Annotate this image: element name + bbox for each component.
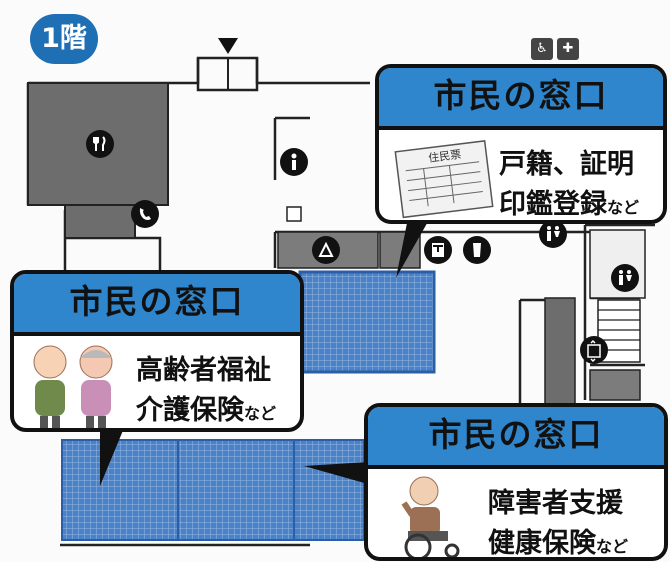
callout-line-1: 高齢者福祉 xyxy=(136,355,271,386)
callout-3-tail xyxy=(304,462,368,484)
callout-2-tail xyxy=(100,428,124,486)
callout-line-1: 障害者支援 xyxy=(488,488,623,519)
callout-line-2: 健康保険など xyxy=(488,528,629,559)
phone-icon xyxy=(131,200,159,228)
restroom-icon: ✚ xyxy=(557,38,579,60)
stairs xyxy=(598,309,640,351)
callout-title: 市民の窓口 xyxy=(14,274,300,336)
resident-card-label: 住民票 xyxy=(427,147,461,165)
wheelchair-user-illustration xyxy=(401,476,460,557)
callout-line-2: 介護保険など xyxy=(136,395,277,426)
callout-title: 市民の窓口 xyxy=(368,407,664,469)
post-icon xyxy=(424,236,452,264)
elderly-couple-illustration xyxy=(33,345,113,428)
counter-callout-elderly-welfare: 市民の窓口 高齢者福祉 介護保険など xyxy=(10,270,304,432)
entrance-arrow-icon xyxy=(218,38,238,54)
drink-icon xyxy=(463,236,491,264)
callout-line-1: 戸籍、証明 xyxy=(499,149,634,180)
restaurant-icon xyxy=(86,130,114,158)
restroom-icon xyxy=(539,220,567,248)
recycling-icon xyxy=(312,236,340,264)
counter-area-3 xyxy=(293,439,365,541)
information-icon xyxy=(280,148,308,176)
callout-title: 市民の窓口 xyxy=(379,68,663,130)
counter-area-2a xyxy=(61,439,179,541)
callout-1-tail xyxy=(396,218,430,278)
floor-badge: 1階 xyxy=(30,14,98,64)
counter-area-2b xyxy=(177,439,295,541)
accessible-restroom-icon: ♿ xyxy=(531,38,553,60)
resident-card-illustration: 住民票 xyxy=(394,140,494,219)
elevator-icon xyxy=(580,336,608,364)
restroom-icon xyxy=(611,264,639,292)
counter-callout-disability-support: 市民の窓口 障害者支援 健康保険など xyxy=(364,403,668,561)
counter-area-1 xyxy=(298,270,436,374)
callout-line-2: 印鑑登録など xyxy=(499,189,640,220)
counter-callout-civil-registry: 市民の窓口 住民票 戸籍、証明 印鑑登録など xyxy=(375,64,667,224)
